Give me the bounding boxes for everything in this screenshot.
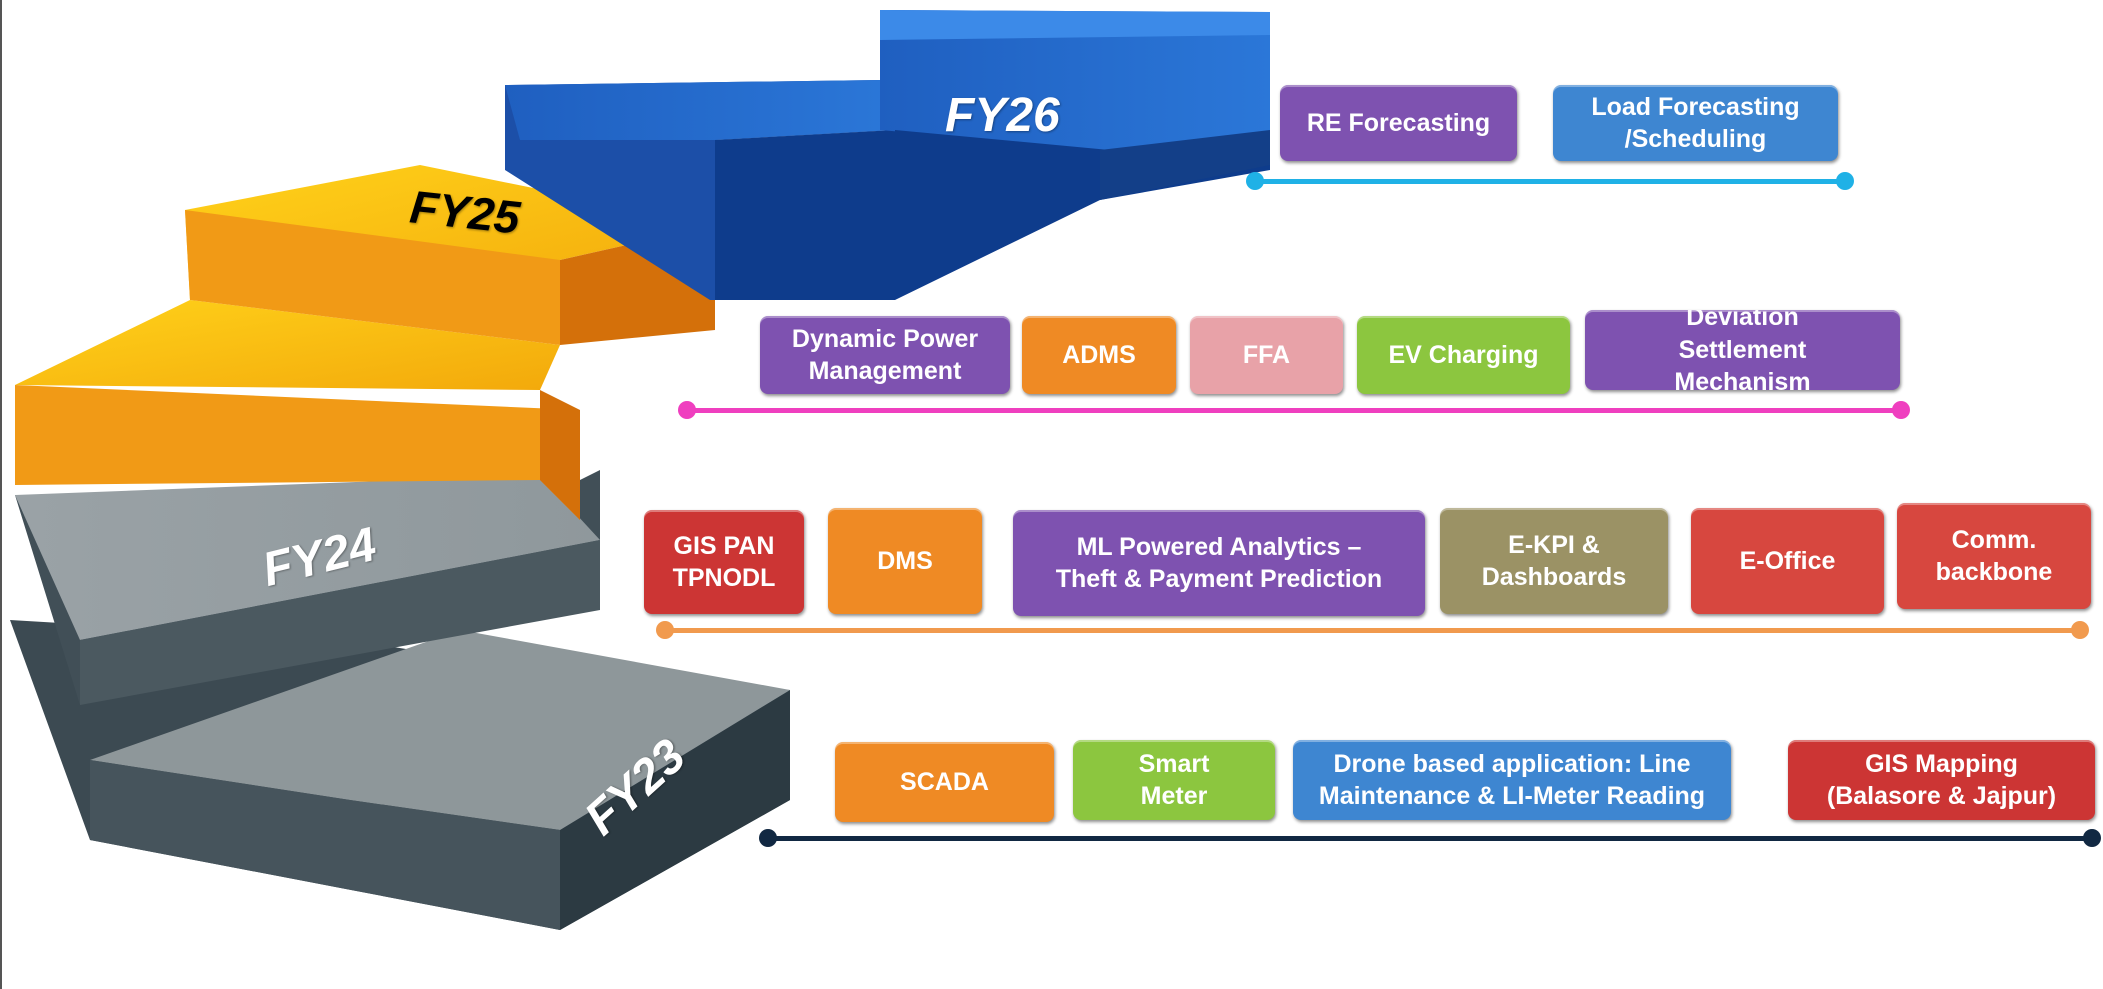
badge-smart-meter[interactable]: Smart Meter	[1073, 740, 1275, 820]
badge-comm-backbone[interactable]: Comm. backbone	[1897, 503, 2091, 609]
timeline-fy26	[1255, 179, 1845, 184]
badge-ffa[interactable]: FFA	[1190, 316, 1343, 394]
step-fy26-block	[505, 10, 1270, 300]
step-label-fy25: FY25	[407, 180, 523, 244]
left-border	[0, 0, 2, 989]
badge-load-forecasting[interactable]: Load Forecasting /Scheduling	[1553, 85, 1838, 161]
timeline-fy23-end	[2083, 829, 2101, 847]
badge-re-forecasting[interactable]: RE Forecasting	[1280, 85, 1517, 161]
badge-dynamic-power-management[interactable]: Dynamic Power Management	[760, 316, 1010, 394]
badge-ev-charging[interactable]: EV Charging	[1357, 316, 1570, 394]
timeline-fy23-start	[759, 829, 777, 847]
badge-drone-application[interactable]: Drone based application: Line Maintenanc…	[1293, 740, 1731, 820]
badge-e-office[interactable]: E-Office	[1691, 508, 1884, 614]
step-fy23-block	[10, 620, 790, 930]
timeline-fy25-end	[1892, 401, 1910, 419]
badge-gis-pan-tpnodl[interactable]: GIS PAN TPNODL	[644, 510, 804, 614]
badge-ml-powered-analytics[interactable]: ML Powered Analytics – Theft & Payment P…	[1013, 510, 1425, 616]
badge-adms[interactable]: ADMS	[1022, 316, 1176, 394]
timeline-fy26-end	[1836, 172, 1854, 190]
badge-dms[interactable]: DMS	[828, 508, 982, 614]
timeline-fy25-start	[678, 401, 696, 419]
timeline-fy23	[768, 836, 2093, 841]
timeline-fy24	[665, 628, 2080, 633]
step-label-fy26: FY26	[945, 89, 1060, 142]
staircase-graphic	[10, 10, 1270, 930]
badge-deviation-settlement[interactable]: Deviation Settlement Mechanism	[1585, 310, 1900, 390]
timeline-fy24-start	[656, 621, 674, 639]
badge-gis-mapping[interactable]: GIS Mapping (Balasore & Jajpur)	[1788, 740, 2095, 820]
step-fy24-block	[15, 470, 600, 705]
timeline-fy26-start	[1246, 172, 1264, 190]
badge-e-kpi-dashboards[interactable]: E-KPI & Dashboards	[1440, 508, 1668, 614]
timeline-fy24-end	[2071, 621, 2089, 639]
timeline-fy25	[687, 408, 1902, 413]
badge-scada[interactable]: SCADA	[835, 742, 1054, 822]
